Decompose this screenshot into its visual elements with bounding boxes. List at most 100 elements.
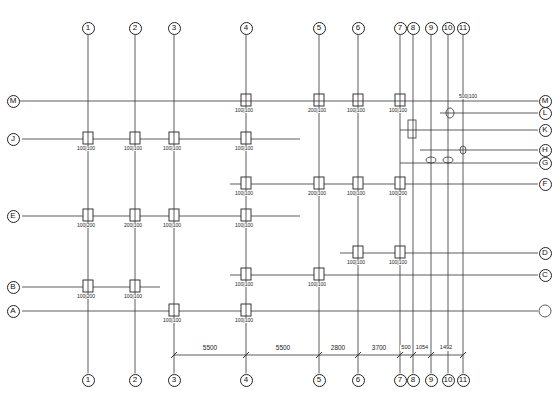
axis-label: 2 <box>133 24 137 32</box>
column-size: 100|100 <box>346 260 366 265</box>
axis-line <box>135 35 136 374</box>
column-section <box>83 132 93 144</box>
axis-label: 9 <box>429 376 433 384</box>
column-section <box>241 304 251 316</box>
axis-bubble: 9 <box>425 22 438 35</box>
axis-bubble: D <box>539 247 552 260</box>
axis-bubble: 8 <box>407 22 420 35</box>
axis-line <box>413 35 414 374</box>
column-section <box>395 94 405 106</box>
column-size: 100|100 <box>388 108 408 113</box>
axis-label: 3 <box>172 376 176 384</box>
column-size: 100|100 <box>234 282 254 287</box>
column-size: 100|100 <box>162 223 182 228</box>
column-size: 100|100 <box>234 191 254 196</box>
column-section <box>395 246 405 258</box>
column-section <box>83 280 93 292</box>
column-section <box>130 280 140 292</box>
axis-bubble: E <box>7 210 20 223</box>
axis-label: K <box>542 126 547 134</box>
column-size: 100|200 <box>388 191 408 196</box>
axis-label: C <box>542 271 548 279</box>
axis-label: 4 <box>244 24 248 32</box>
column-size: 100|100 <box>123 146 143 151</box>
axis-label: 5 <box>317 376 321 384</box>
axis-label: 9 <box>429 24 433 32</box>
dimension-text: 5500 <box>275 345 291 352</box>
axis-bubble: 4 <box>240 374 253 387</box>
column-size: 100|100 <box>388 260 408 265</box>
column-section <box>353 177 363 189</box>
column-size: 100|100 <box>234 146 254 151</box>
column-size: 100|100 <box>76 146 96 151</box>
column-size: 100|100 <box>234 108 254 113</box>
axis-label: E <box>10 212 15 220</box>
column-size: 100|100 <box>162 318 182 323</box>
column-size: 100|200 <box>76 223 96 228</box>
axis-bubble: J <box>7 133 20 146</box>
axis-label: A <box>10 307 15 315</box>
column-size: 200|100 <box>123 223 143 228</box>
axis-label: 4 <box>244 376 248 384</box>
column-section <box>241 177 251 189</box>
axis-bubble: 9 <box>425 374 438 387</box>
axis-bubble: 6 <box>352 374 365 387</box>
axis-bubble: 10 <box>442 22 455 35</box>
axis-label: 2 <box>133 376 137 384</box>
axis-line <box>448 35 449 374</box>
axis-label: 8 <box>411 24 415 32</box>
axis-bubble: B <box>7 281 20 294</box>
axis-bubble: F <box>539 178 552 191</box>
axis-label: F <box>543 180 548 188</box>
axis-bubble: A <box>7 305 20 318</box>
axis-line <box>20 101 539 102</box>
axis-bubble: 1 <box>82 22 95 35</box>
axis-bubble: 2 <box>129 374 142 387</box>
dimension-text: 5500 <box>202 345 218 352</box>
axis-label: 1 <box>86 376 90 384</box>
axis-label: L <box>543 109 547 117</box>
axis-label: 7 <box>398 376 402 384</box>
column-size: 100|100 <box>307 282 327 287</box>
axis-label: H <box>542 146 548 154</box>
axis-label: M <box>542 97 549 105</box>
column-size: 100|100 <box>234 318 254 323</box>
column-size: 100|200 <box>76 294 96 299</box>
axis-bubble: 3 <box>168 22 181 35</box>
axis-line <box>431 35 432 374</box>
axis-bubble: M <box>7 95 20 108</box>
axis-bubble: 8 <box>407 374 420 387</box>
axis-label: 11 <box>459 24 467 32</box>
axis-bubble: 3 <box>168 374 181 387</box>
column-section <box>130 209 140 221</box>
axis-line <box>88 35 89 374</box>
axis-bubble: 1 <box>82 374 95 387</box>
axis-bubble: G <box>539 157 552 170</box>
axis-bubble: M <box>539 95 552 108</box>
axis-label: 6 <box>356 376 360 384</box>
axis-bubble: H <box>539 144 552 157</box>
column-size: 100|100 <box>162 146 182 151</box>
axis-bubble: 7 <box>394 374 407 387</box>
dimension-text: 500 <box>400 345 411 351</box>
column-section <box>130 132 140 144</box>
column-section <box>169 304 179 316</box>
column-section <box>241 209 251 221</box>
axis-label: 1 <box>86 24 90 32</box>
axis-bubble: C <box>539 269 552 282</box>
column-size: 500|100 <box>458 94 478 99</box>
axis-label: 6 <box>356 24 360 32</box>
axis-label: 11 <box>459 376 467 384</box>
axis-label: 7 <box>398 24 402 32</box>
dimension-text: 3700 <box>371 345 387 352</box>
axis-bubble: K <box>539 124 552 137</box>
column-section <box>241 268 251 280</box>
axis-label: 10 <box>444 376 453 384</box>
dimension-text: 1054 <box>415 345 429 351</box>
axis-bubble: 6 <box>352 22 365 35</box>
axis-bubble: 2 <box>129 22 142 35</box>
column-section <box>395 177 405 189</box>
axis-label: 5 <box>317 24 321 32</box>
